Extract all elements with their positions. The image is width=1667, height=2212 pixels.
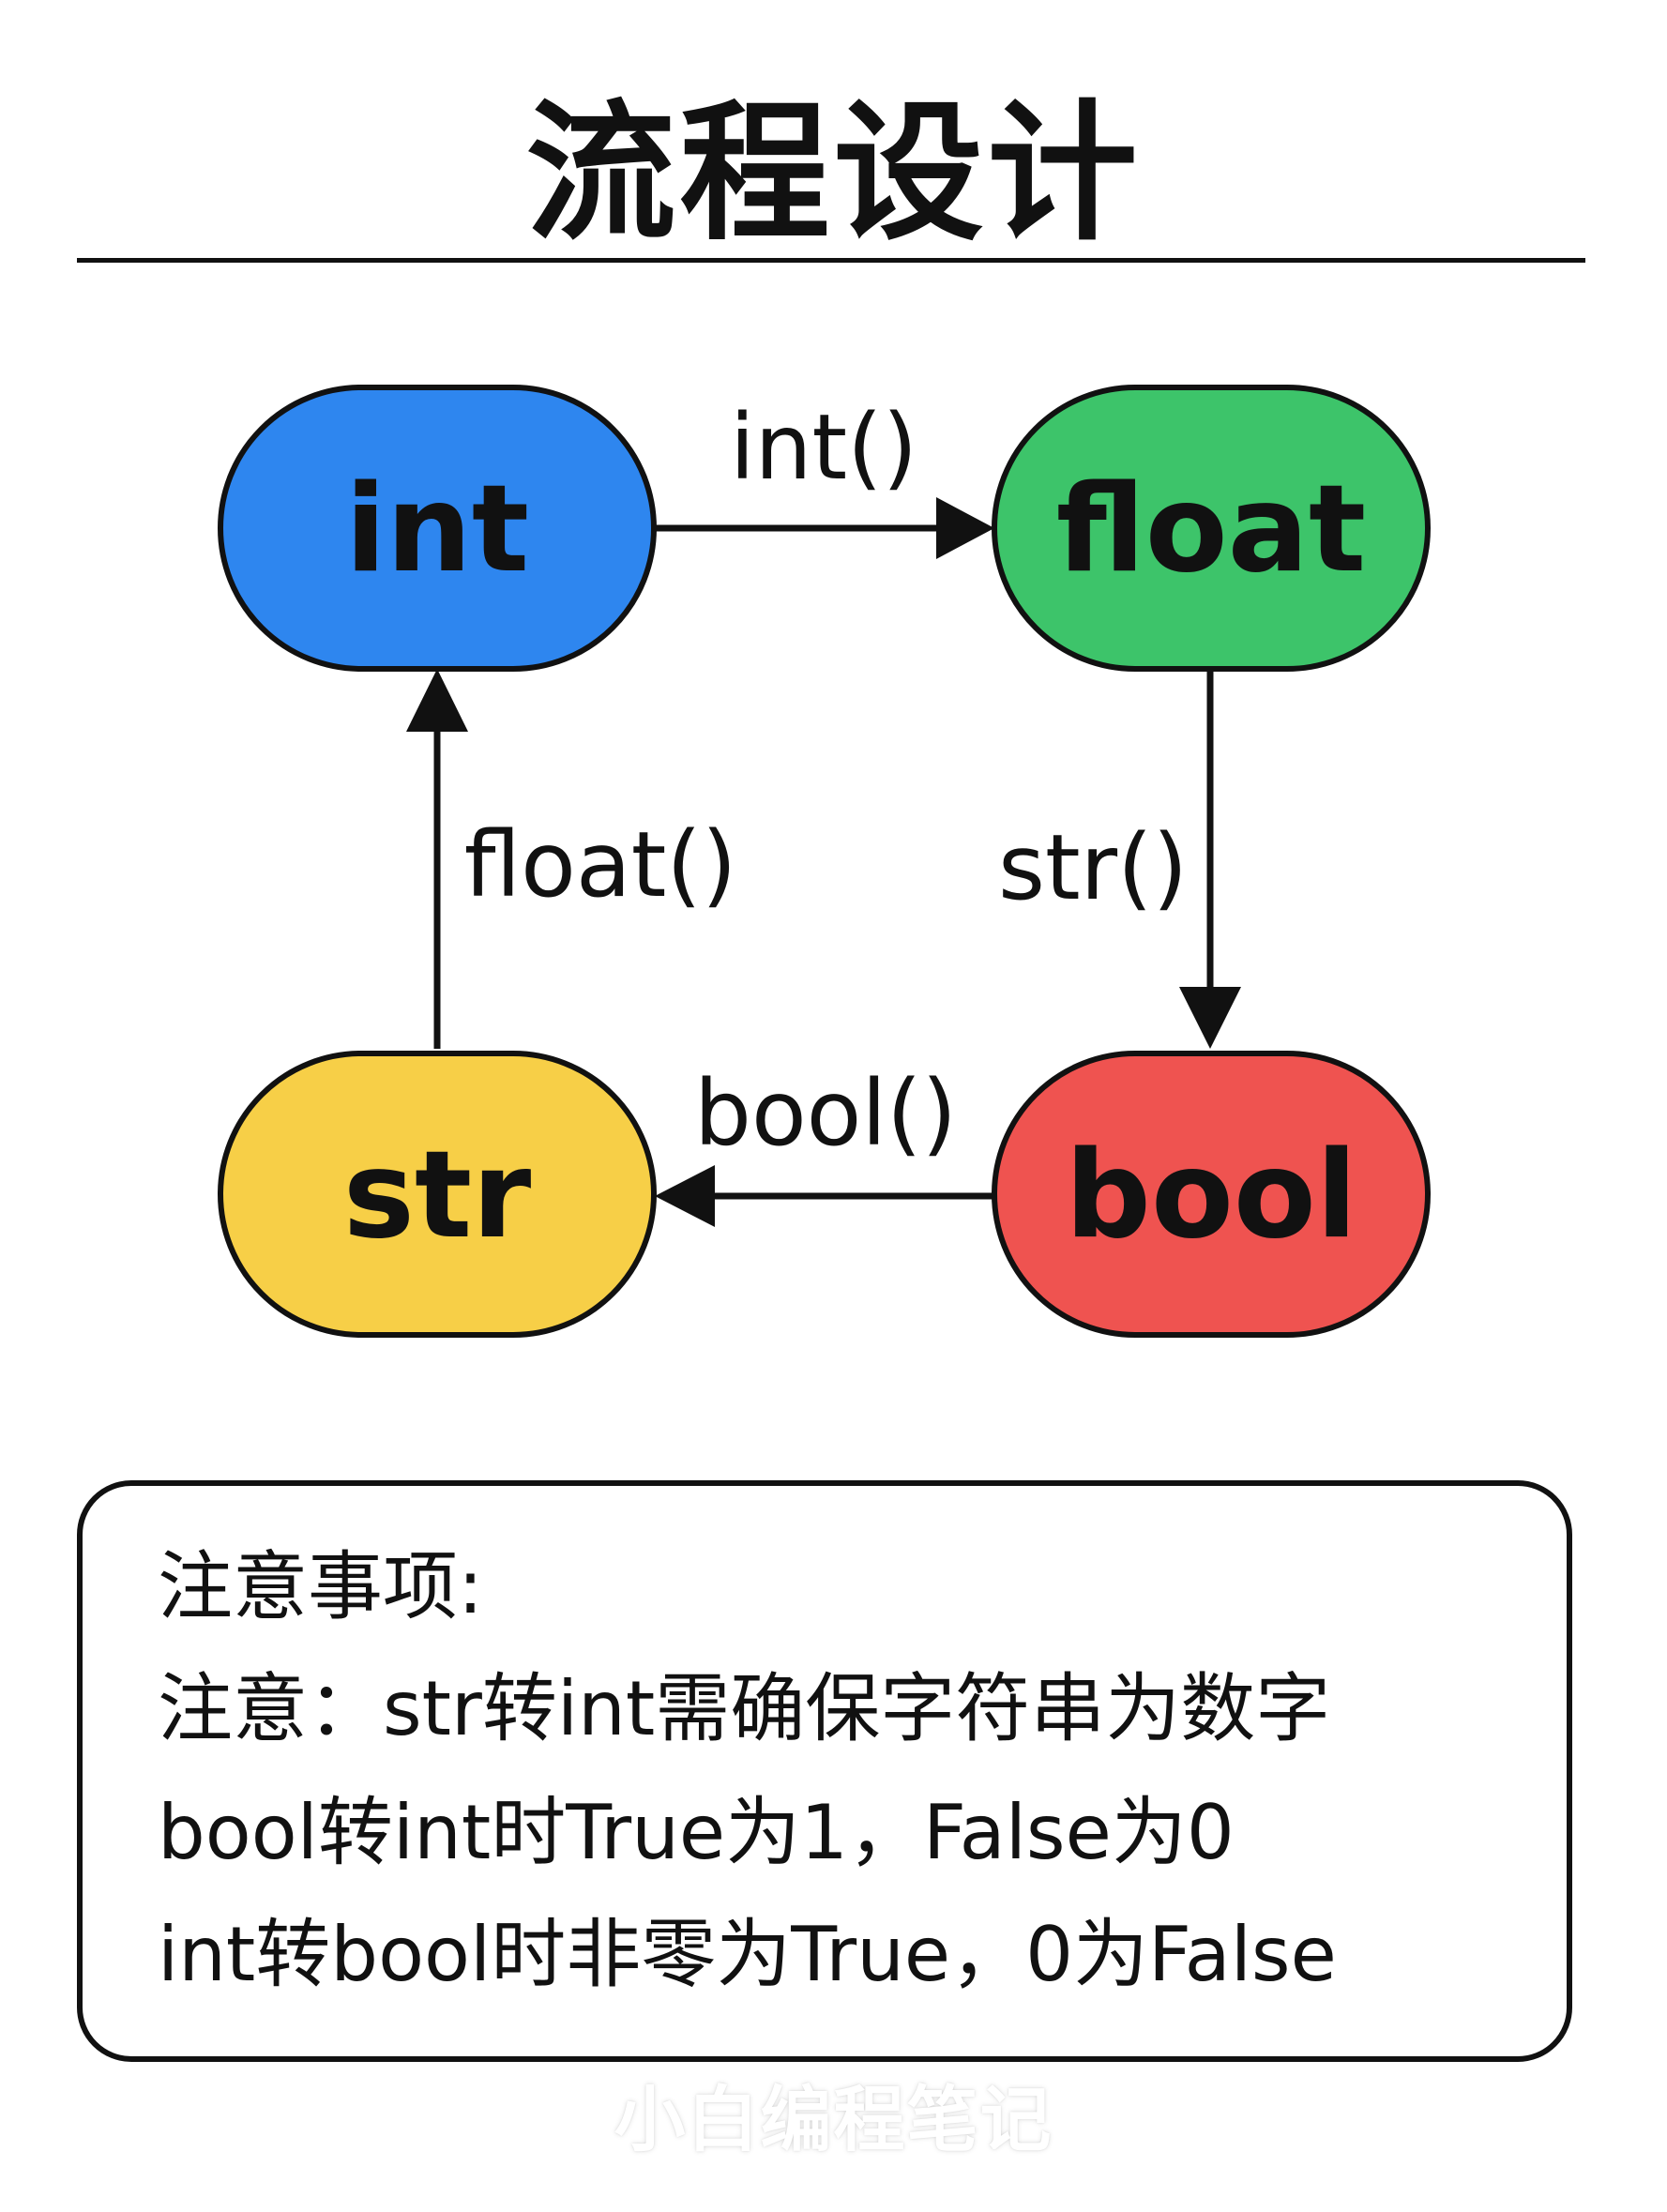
- edge-label-float-to-bool: str(): [998, 815, 1188, 920]
- edge-label-str-to-int: float(): [464, 812, 737, 917]
- node-str: str: [218, 1051, 657, 1338]
- notes-box: 注意事项: 注意：str转int需确保字符串为数字 bool转int时True为…: [77, 1480, 1572, 2062]
- edge-label-bool-to-str: bool(): [694, 1061, 957, 1166]
- note-line: 注意：str转int需确保字符串为数字: [158, 1665, 1331, 1752]
- title-divider: [77, 258, 1585, 263]
- node-bool-shape: [992, 1051, 1431, 1338]
- node-int-shape: [218, 385, 657, 672]
- node-int-label: int: [345, 460, 529, 599]
- node-float: float: [992, 385, 1431, 672]
- node-bool: bool: [992, 1051, 1431, 1338]
- type-conversion-flow-diagram: int() str() bool() float() int float boo…: [218, 385, 1431, 1338]
- arrowhead-right-icon: [936, 497, 994, 559]
- node-float-label: float: [1056, 460, 1366, 599]
- edge-str-to-int: [406, 669, 468, 1049]
- edge-int-to-float: [655, 497, 994, 559]
- notes-heading: 注意事项:: [158, 1543, 483, 1630]
- node-str-shape: [218, 1051, 657, 1338]
- note-line: int转bool时非零为True，0为False: [158, 1911, 1337, 1998]
- watermark: 小白编程笔记: [614, 2078, 1053, 2161]
- note-line: bool转int时True为1，False为0: [158, 1789, 1235, 1876]
- node-float-shape: [992, 385, 1431, 672]
- node-str-label: str: [343, 1126, 532, 1265]
- edge-float-to-bool: [1179, 669, 1241, 1049]
- arrowhead-up-icon: [406, 669, 468, 732]
- edge-bool-to-str: [655, 1165, 993, 1227]
- arrowhead-down-icon: [1179, 987, 1241, 1049]
- node-bool-label: bool: [1065, 1126, 1356, 1265]
- edge-label-int-to-float: int(): [730, 395, 917, 500]
- arrowhead-left-icon: [655, 1165, 715, 1227]
- node-int: int: [218, 385, 657, 672]
- page-title: 流程设计: [525, 85, 1142, 261]
